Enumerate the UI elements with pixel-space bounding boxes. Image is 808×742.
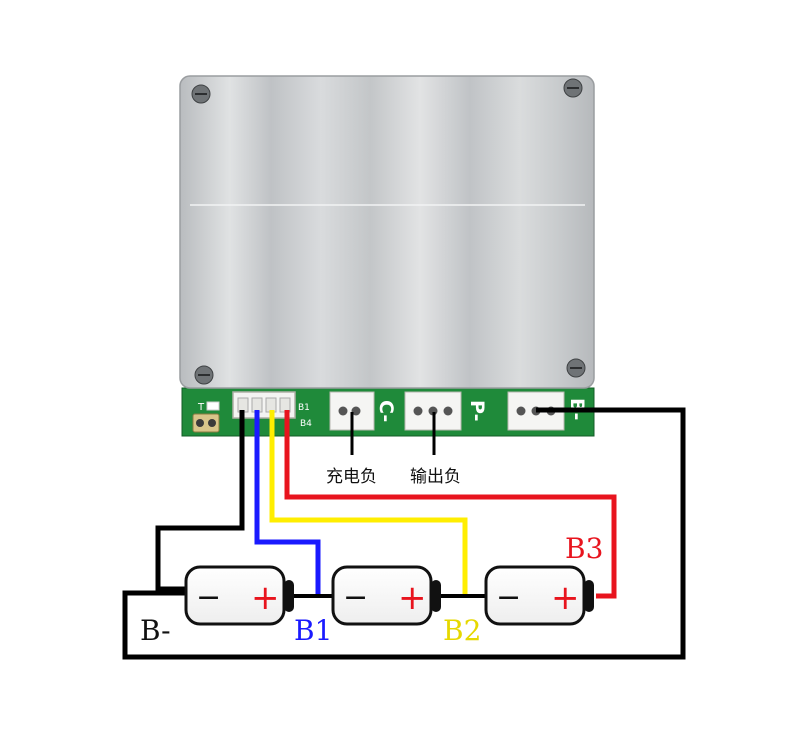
label-b1: B1 bbox=[294, 614, 332, 647]
wire-red-b3 bbox=[284, 410, 617, 599]
label-b3: B3 bbox=[565, 532, 603, 565]
label-b-minus: B- bbox=[140, 614, 171, 647]
battery-cell-1: − + bbox=[184, 565, 294, 626]
charge-negative-label: 充电负 bbox=[326, 467, 377, 487]
label-b2: B2 bbox=[443, 614, 481, 647]
silk-t: T bbox=[197, 402, 205, 413]
wire-blue-b1 bbox=[254, 410, 321, 596]
cell-3-plus: + bbox=[551, 578, 580, 618]
cell-2-plus: + bbox=[398, 578, 427, 618]
heatsink-plate bbox=[179, 75, 595, 389]
wire-black-main-loop bbox=[122, 407, 686, 660]
screw-bottom-left bbox=[194, 365, 214, 385]
screw-bottom-right bbox=[566, 358, 586, 378]
silk-b1: B1 bbox=[298, 403, 310, 413]
pad-p-minus-label: P- bbox=[466, 400, 488, 421]
wire-black-b-minus bbox=[155, 410, 245, 592]
pad-c-minus-label: C- bbox=[375, 400, 397, 422]
battery-cell-3: − + bbox=[484, 565, 594, 626]
silk-b4: B4 bbox=[300, 419, 312, 429]
screw-top-left bbox=[191, 84, 211, 104]
output-negative-label: 输出负 bbox=[410, 467, 461, 487]
battery-cell-2: − + bbox=[331, 565, 441, 626]
temp-sensor-pad bbox=[192, 413, 220, 433]
cell-3-minus: − bbox=[496, 580, 521, 615]
cell-1-minus: − bbox=[196, 580, 221, 615]
cell-1-plus: + bbox=[251, 578, 280, 618]
cell-2-minus: − bbox=[343, 580, 368, 615]
screw-top-right bbox=[563, 78, 583, 98]
wire-yellow-b2 bbox=[269, 410, 468, 596]
